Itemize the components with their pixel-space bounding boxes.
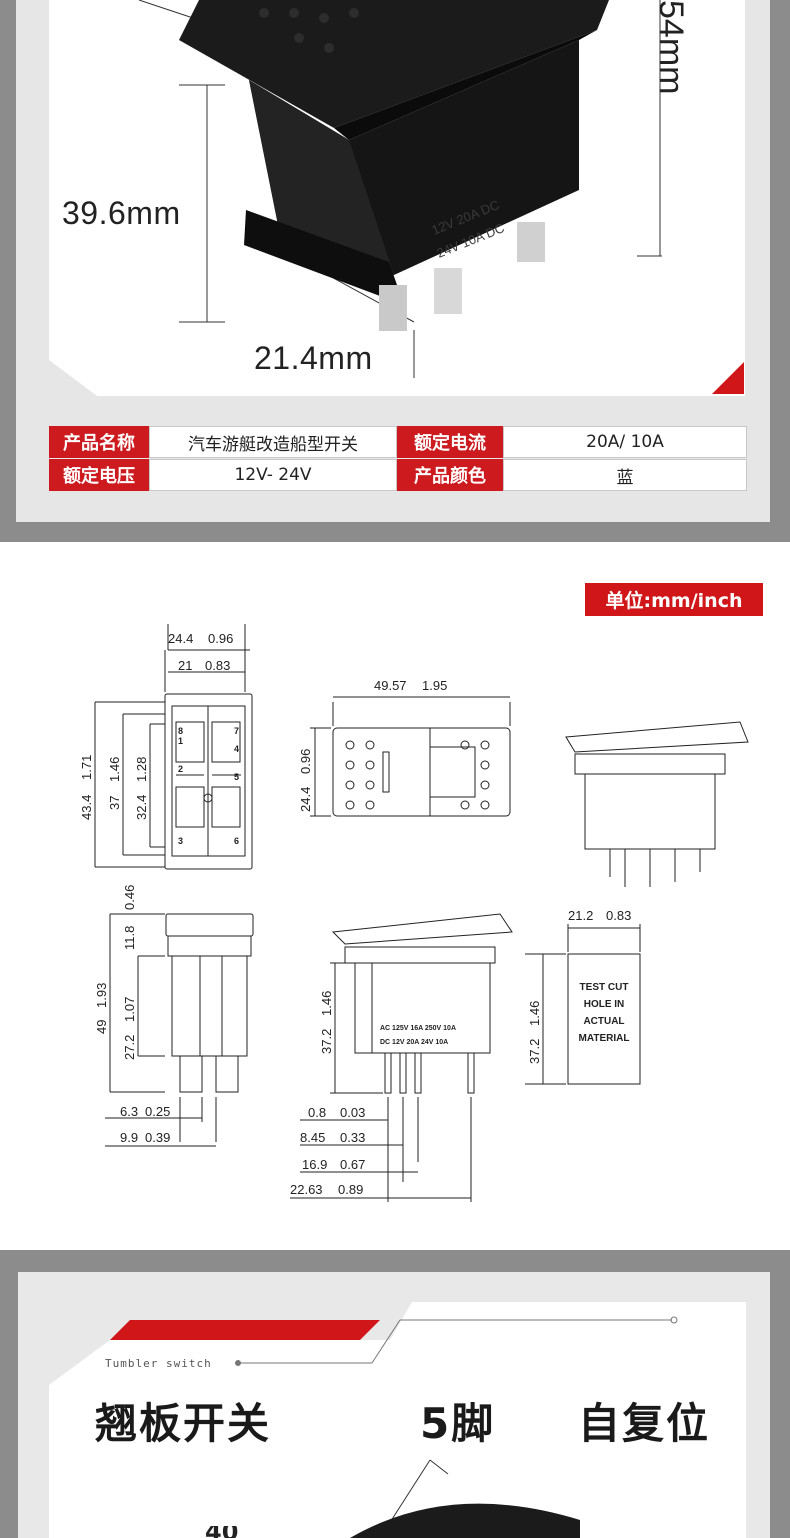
dim-p2: 8.45 [300, 1130, 325, 1145]
body-print-1: AC 125V 16A 250V 10A [380, 1025, 456, 1032]
dim-p1-in: 0.03 [340, 1105, 365, 1120]
dim-top-w1-in: 0.96 [208, 631, 233, 646]
spec-value-voltage: 12V- 24V [149, 459, 397, 491]
dim-p4: 22.63 [290, 1182, 323, 1197]
cutout-line-4: MATERIAL [579, 1033, 630, 1044]
terminal-7: 7 [234, 726, 239, 736]
dim-side-h1-in: 1.71 [79, 755, 94, 780]
dim-total-label: 54mm [652, 0, 690, 95]
terminal-4: 4 [234, 744, 239, 754]
spec-value-name: 汽车游艇改造船型开关 [149, 426, 397, 458]
dim-plan-h: 24.4 [298, 787, 313, 812]
dim-side-h3: 32.4 [134, 795, 149, 820]
dim-pin-w2-in: 0.39 [145, 1130, 170, 1145]
dim-side-h3-in: 1.28 [134, 757, 149, 782]
spec-label-voltage: 额定电压 [49, 459, 149, 491]
dim-side-h2: 37 [107, 796, 122, 810]
dim-p1: 0.8 [308, 1105, 326, 1120]
technical-drawing: 1 2 3 4 5 6 7 8 24.4 0.96 21 0.83 49.57 … [79, 624, 749, 1202]
product-photo-card: 12V 20A DC 24V 10A DC [49, 0, 745, 396]
spec-label-current: 额定电流 [397, 426, 503, 458]
spec-label-name: 产品名称 [49, 426, 149, 458]
dim-top-w1: 24.4 [168, 631, 193, 646]
spec-value-color: 蓝 [503, 459, 747, 491]
terminal-5: 5 [234, 772, 239, 782]
dim-mid-h-in: 1.46 [319, 991, 334, 1016]
switch-photo: 12V 20A DC 24V 10A DC [138, 0, 662, 378]
dim-cut-w: 21.2 [568, 908, 593, 923]
dim-plan-w: 49.57 [374, 678, 407, 693]
banner-dim-partial: 40 [205, 1526, 238, 1538]
dim-mid-h: 37.2 [319, 1029, 334, 1054]
dim-plan-h-in: 0.96 [298, 749, 313, 774]
dim-front-top-in: 0.46 [122, 885, 137, 910]
terminal-6: 6 [234, 836, 239, 846]
dim-p2-in: 0.33 [340, 1130, 365, 1145]
terminal-1: 1 [178, 736, 183, 746]
spec-row-2: 额定电压 12V- 24V 产品颜色 蓝 [49, 459, 747, 491]
cutout-line-2: HOLE IN [584, 999, 625, 1010]
dim-p4-in: 0.89 [338, 1182, 363, 1197]
dim-cut-h-in: 1.46 [527, 1001, 542, 1026]
spec-label-color: 产品颜色 [397, 459, 503, 491]
spec-row-1: 产品名称 汽车游艇改造船型开关 额定电流 20A/ 10A [49, 426, 747, 458]
unit-badge: 单位:mm/inch [585, 583, 763, 616]
dim-top-w2-in: 0.83 [205, 658, 230, 673]
body-print-2: DC 12V 20A 24V 10A [380, 1039, 448, 1046]
cutout-line-1: TEST CUT [580, 982, 629, 993]
dim-height-label: 39.6mm [62, 195, 181, 231]
dim-cut-w-in: 0.83 [606, 908, 631, 923]
banner-tag: Tumbler switch [105, 1357, 212, 1370]
banner-decor [49, 1302, 746, 1538]
dim-pin-w2: 9.9 [120, 1130, 138, 1145]
banner-title-right: 自复位 [578, 1399, 711, 1448]
dim-plan-w-in: 1.95 [422, 678, 447, 693]
dim-p3: 16.9 [302, 1157, 327, 1172]
dim-p3-in: 0.67 [340, 1157, 365, 1172]
terminal-3: 3 [178, 836, 183, 846]
dimension-drawing-section [0, 542, 790, 1248]
dim-width-label: 21.4mm [254, 340, 373, 376]
banner-title-left: 翘板开关 [95, 1399, 272, 1448]
terminal-2: 2 [178, 764, 183, 774]
spec-value-current: 20A/ 10A [503, 426, 747, 458]
dim-front-h2-in: 1.07 [122, 997, 137, 1022]
dim-pin-w1: 6.3 [120, 1104, 138, 1119]
dim-front-h1-in: 1.93 [94, 983, 109, 1008]
dim-pin-w1-in: 0.25 [145, 1104, 170, 1119]
dim-front-top: 11.8 [122, 926, 137, 950]
dim-front-h2: 27.2 [122, 1035, 137, 1060]
banner-title-mid: 5脚 [420, 1399, 496, 1448]
dim-cut-h: 37.2 [527, 1039, 542, 1064]
dim-side-h1: 43.4 [79, 795, 94, 820]
dim-front-h1: 49 [94, 1020, 109, 1034]
dim-side-h2-in: 1.46 [107, 757, 122, 782]
dim-top-w2: 21 [178, 658, 192, 673]
terminal-8: 8 [178, 726, 183, 736]
cutout-line-3: ACTUAL [583, 1016, 624, 1027]
